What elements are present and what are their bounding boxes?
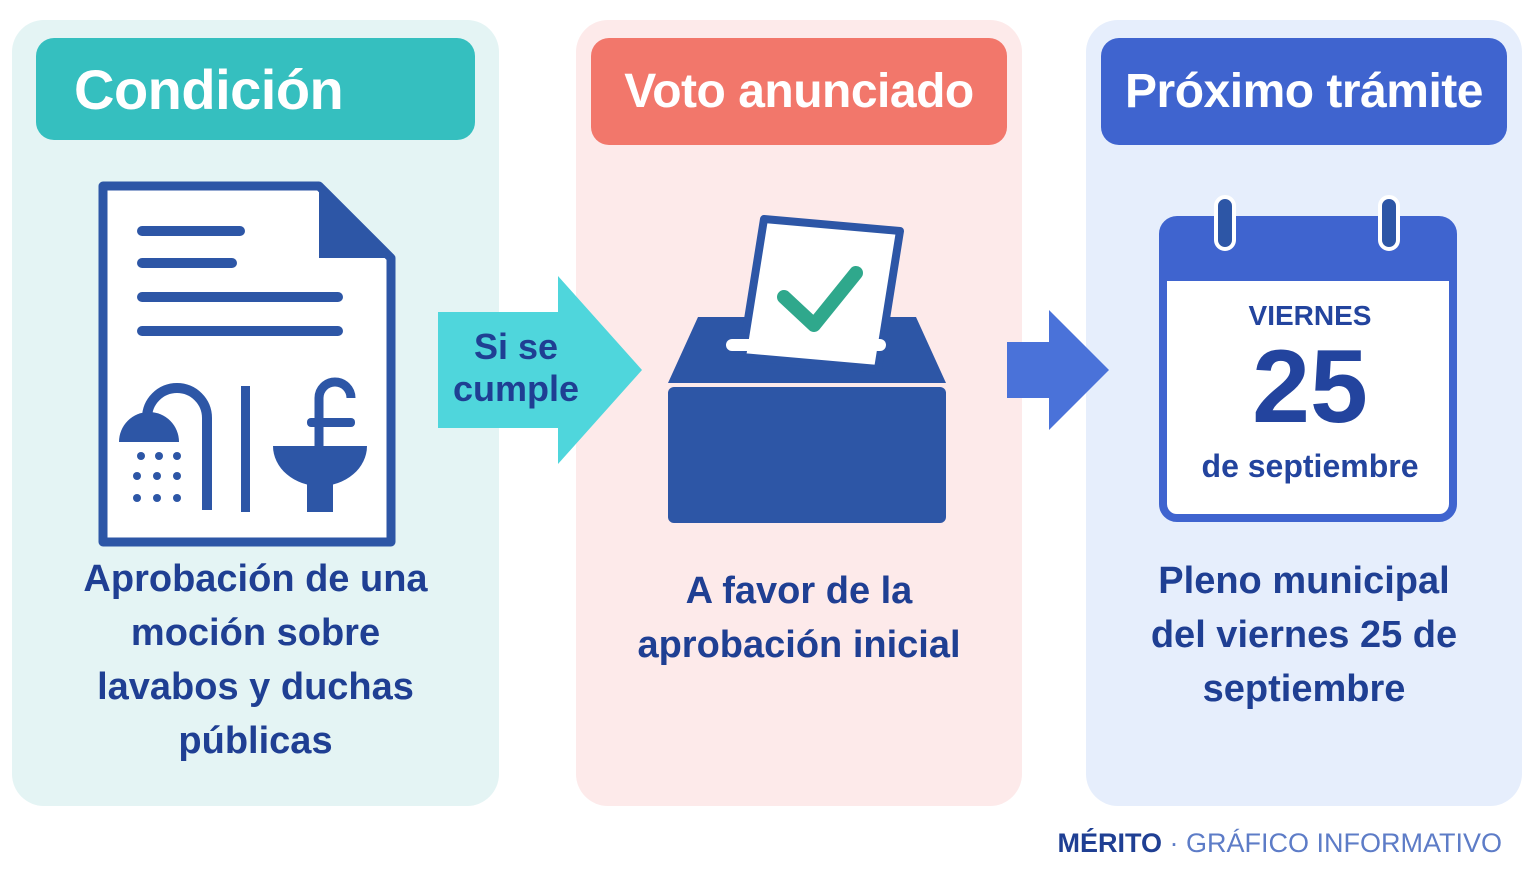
condition-header: Condición [36, 38, 475, 140]
footer-credit: MÉRITO · GRÁFICO INFORMATIVO [1057, 828, 1502, 859]
sink-icon [273, 377, 367, 512]
vote-description: A favor de la aprobación inicial [637, 570, 961, 666]
condition-panel: Condición Aprobación de una moción sobre… [12, 20, 499, 806]
vote-header: Voto anunciado [591, 38, 1007, 145]
connector-label-line: cumple [452, 368, 580, 409]
calendar-weekday: VIERNES [1248, 300, 1372, 331]
ballot-box-icon [668, 215, 946, 523]
next-step-description: Pleno municipal del viernes 25 de septie… [1150, 560, 1458, 710]
next-step-header: Próximo trámite [1101, 38, 1507, 145]
checkmark-icon [777, 266, 863, 332]
arrow-right-icon [1007, 310, 1109, 430]
calendar-month: de septiembre [1201, 448, 1419, 484]
arrow-right-icon [438, 276, 642, 464]
next-step-panel: Próximo trámite VIERNES 25 de septiembre… [1086, 20, 1522, 806]
vote-panel: Voto anunciado A favor de la aprobación … [576, 20, 1022, 806]
calendar-icon [1159, 195, 1457, 522]
condition-description: Aprobación de una moción sobre lavabos y… [83, 558, 428, 762]
condition-connector-label: Si se cumple [446, 326, 586, 410]
footer-brand: MÉRITO [1057, 828, 1162, 858]
calendar-day-number: 25 [1252, 329, 1368, 445]
footer-subtitle: GRÁFICO INFORMATIVO [1186, 828, 1502, 858]
document-icon [98, 181, 396, 547]
connector-label-line: Si se [473, 326, 559, 367]
footer-separator: · [1162, 828, 1186, 858]
shower-icon [119, 383, 212, 510]
